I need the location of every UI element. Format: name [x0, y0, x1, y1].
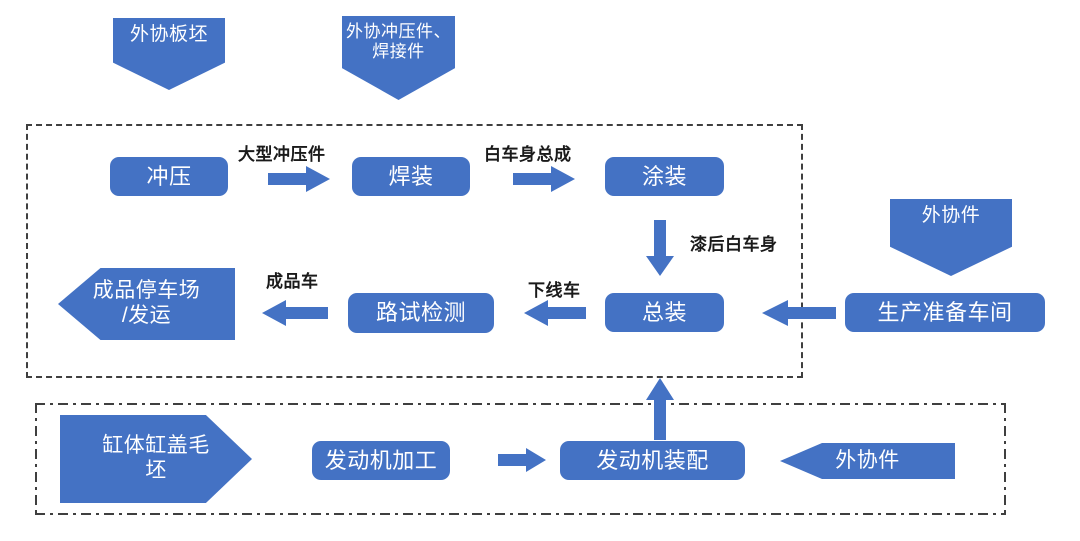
node-engine-machining[interactable]: 发动机加工: [312, 441, 450, 480]
edge-label-offline-car: 下线车: [528, 281, 581, 300]
node-road-test[interactable]: 路试检测: [348, 293, 494, 333]
edge-label-finished-car: 成品车: [266, 272, 319, 291]
arrow-road-test-to-finished-yard: [262, 300, 328, 326]
node-stamping[interactable]: 冲压: [110, 157, 228, 196]
arrow-final-assembly-to-road-test: [524, 300, 586, 326]
arrow-engine-machining-to-engine-assembly: [498, 448, 546, 472]
node-painting[interactable]: 涂装: [605, 157, 724, 196]
node-final-assembly[interactable]: 总装: [605, 293, 724, 332]
edge-label-body-in-white: 白车身总成: [484, 145, 572, 164]
node-production-prep[interactable]: 生产准备车间: [845, 293, 1045, 332]
node-engine-assembly[interactable]: 发动机装配: [560, 441, 745, 480]
arrow-welding-to-painting: [513, 166, 575, 192]
input-chevron-outsourced-stamped-welded[interactable]: 外协冲压件、 焊接件: [342, 16, 455, 100]
arrow-painting-to-final-assembly: [646, 220, 674, 276]
input-chevron-outsourced-blank[interactable]: 外协板坯: [113, 18, 225, 90]
node-finished-yard[interactable]: 成品停车场 /发运: [58, 268, 235, 340]
input-pentagon-cylinder-blank[interactable]: 缸体缸盖毛 坯: [60, 415, 252, 503]
edge-label-large-stampings: 大型冲压件: [238, 145, 326, 164]
arrow-engine-shop-to-final-assembly: [646, 378, 674, 440]
input-chevron-outsourced-parts-right[interactable]: 外协件: [890, 199, 1012, 276]
arrow-stamping-to-welding: [268, 166, 330, 192]
node-welding[interactable]: 焊装: [352, 157, 470, 196]
arrow-production-prep-to-final-assembly: [762, 300, 836, 326]
vehicle-shop-frame: [26, 124, 803, 378]
edge-label-painted-body: 漆后白车身: [690, 235, 778, 254]
input-pentagon-outsourced-parts-bottom[interactable]: 外协件: [780, 443, 955, 479]
